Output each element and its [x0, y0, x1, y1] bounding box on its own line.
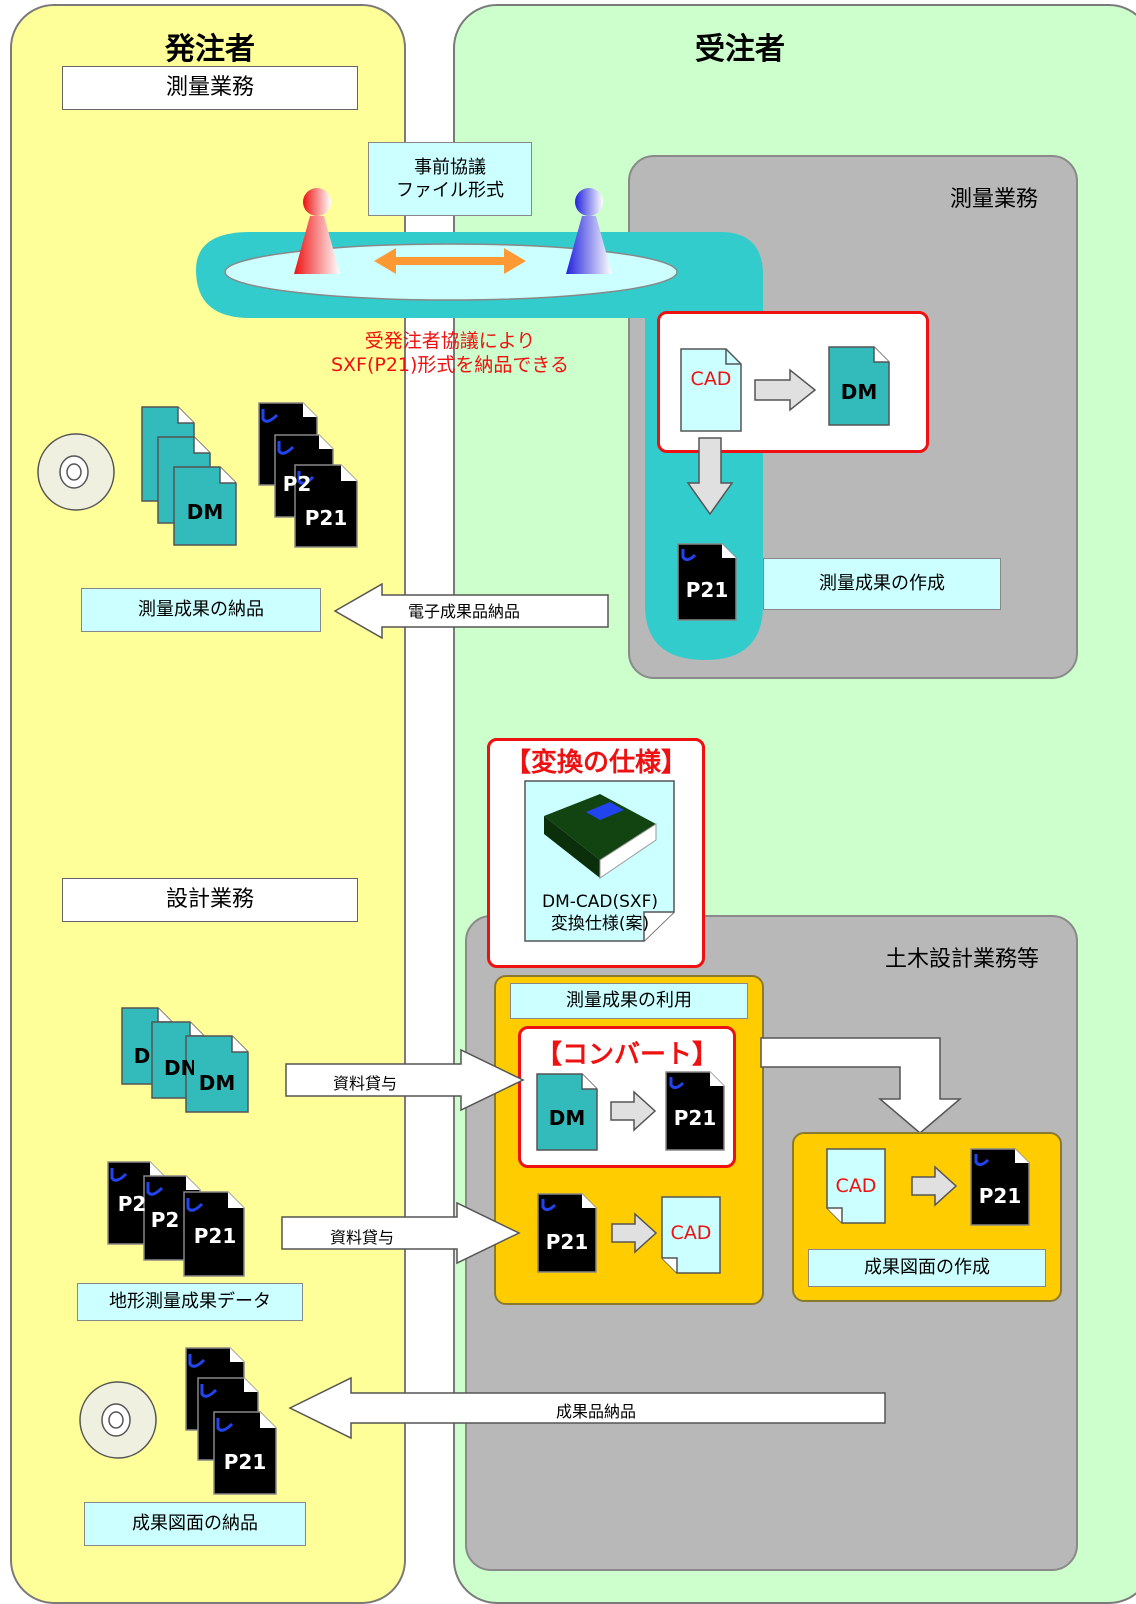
contractor-lane-title: 受注者: [695, 32, 785, 67]
cad-to-p21-down-arrow: [686, 437, 734, 516]
spec-doc-line2-overlay: 変換仕様(案): [550, 914, 650, 934]
loan-dm-partial1: D: [133, 1044, 151, 1068]
drawing-p21-file-icon: [970, 1148, 1030, 1226]
consultation-box-line1: 事前協議: [414, 156, 486, 178]
drawing-cad-file-icon: [826, 1148, 886, 1224]
consultation-note: 受発注者協議により SXF(P21)形式を納品できる: [300, 330, 600, 378]
dm-stack-icon: [141, 406, 237, 546]
cd-icon: [37, 433, 115, 511]
drawing-delivery-box: 成果図面の納品: [84, 1502, 306, 1546]
p21-stack-label: P21: [304, 506, 348, 530]
delivery-p21-stack-icon: [185, 1347, 277, 1495]
final-delivery-arrow: [288, 1376, 886, 1440]
loan-dm-label: DM: [198, 1071, 236, 1095]
drawing-p21-label: P21: [978, 1184, 1022, 1208]
drawing-cad-to-p21-arrow: [911, 1165, 958, 1207]
spec-title-overlay: 【変換の仕様】: [504, 748, 687, 778]
cd-icon-lower: [79, 1381, 157, 1459]
contractor-person-icon: [566, 188, 612, 274]
dm-stack-label: DM: [186, 500, 224, 524]
usage-to-drawing-arrow: [760, 1037, 963, 1134]
loan-p21-stack-icon: [107, 1161, 245, 1277]
design-panel-title: 土木設計業務等: [885, 947, 1040, 972]
p21-to-cad-arrow: [611, 1212, 658, 1254]
consultation-box: 事前協議 ファイル形式: [368, 142, 532, 216]
client-person-icon: [294, 188, 340, 274]
survey-result-creation-box: 測量成果の作成: [763, 558, 1001, 610]
consultation-double-arrow: [374, 248, 526, 274]
cad-file-label: CAD: [690, 368, 732, 390]
loan-dm-stack-icon: [121, 1007, 249, 1113]
dm-file-label: DM: [840, 380, 878, 404]
client-survey-work-label: 測量業務: [62, 66, 358, 110]
final-delivery-label: 成果品納品: [556, 1402, 637, 1421]
p21-stack-icon: [258, 402, 358, 548]
p21-file-icon: [677, 543, 737, 621]
spec-document-icon-overlay: [524, 780, 675, 942]
consultation-box-line2: ファイル形式: [396, 180, 504, 201]
loan-arrow-1: [285, 1048, 525, 1112]
convert-dm-file-icon: [536, 1073, 598, 1151]
loan-arrow-1-label: 資料貸与: [333, 1074, 398, 1093]
survey-panel-title: 測量業務: [950, 187, 1039, 212]
spec-doc-line1-overlay: DM-CAD(SXF): [542, 891, 658, 912]
loan-p21-label: P21: [193, 1224, 237, 1248]
p21-file-label: P21: [685, 578, 729, 602]
consultation-note-line1: 受発注者協議により: [364, 330, 536, 352]
client-lane-title: 発注者: [165, 32, 255, 67]
terrain-data-box: 地形測量成果データ: [77, 1283, 303, 1321]
drawing-creation-box: 成果図面の作成: [808, 1249, 1046, 1287]
convert-title: 【コンバート】: [535, 1040, 718, 1070]
cad-to-dm-arrow: [754, 368, 817, 412]
client-design-work-label: 設計業務: [62, 878, 358, 922]
electronic-delivery-arrow: [333, 582, 609, 640]
usage-cad-label: CAD: [670, 1222, 712, 1244]
loan-p21-partial1: P2: [117, 1192, 147, 1216]
p21-stack-partial-label: P2: [282, 472, 312, 496]
usage-p21-label: P21: [545, 1230, 589, 1254]
electronic-delivery-label: 電子成果品納品: [408, 602, 521, 621]
loan-dm-partial2: DN: [164, 1056, 194, 1080]
convert-dm-label: DM: [548, 1106, 586, 1130]
convert-p21-file-icon: [665, 1071, 725, 1151]
convert-p21-label: P21: [673, 1106, 717, 1130]
consultation-note-line2: SXF(P21)形式を納品できる: [330, 353, 570, 376]
usage-p21-file-icon: [537, 1193, 597, 1273]
convert-arrow: [610, 1090, 657, 1132]
loan-p21-partial2: P2: [150, 1208, 180, 1232]
survey-usage-label: 測量成果の利用: [510, 983, 748, 1019]
loan-arrow-2: [281, 1201, 521, 1265]
drawing-cad-label: CAD: [835, 1175, 877, 1197]
survey-delivery-box: 測量成果の納品: [81, 588, 321, 632]
delivery-p21-label: P21: [223, 1450, 267, 1474]
dm-file-icon: [828, 346, 890, 426]
spec-document-text-overlay: DM-CAD(SXF) 変換仕様(案): [524, 888, 676, 938]
loan-arrow-2-label: 資料貸与: [330, 1228, 395, 1247]
cad-file-icon: [680, 348, 742, 432]
usage-cad-file-icon: [661, 1196, 721, 1274]
